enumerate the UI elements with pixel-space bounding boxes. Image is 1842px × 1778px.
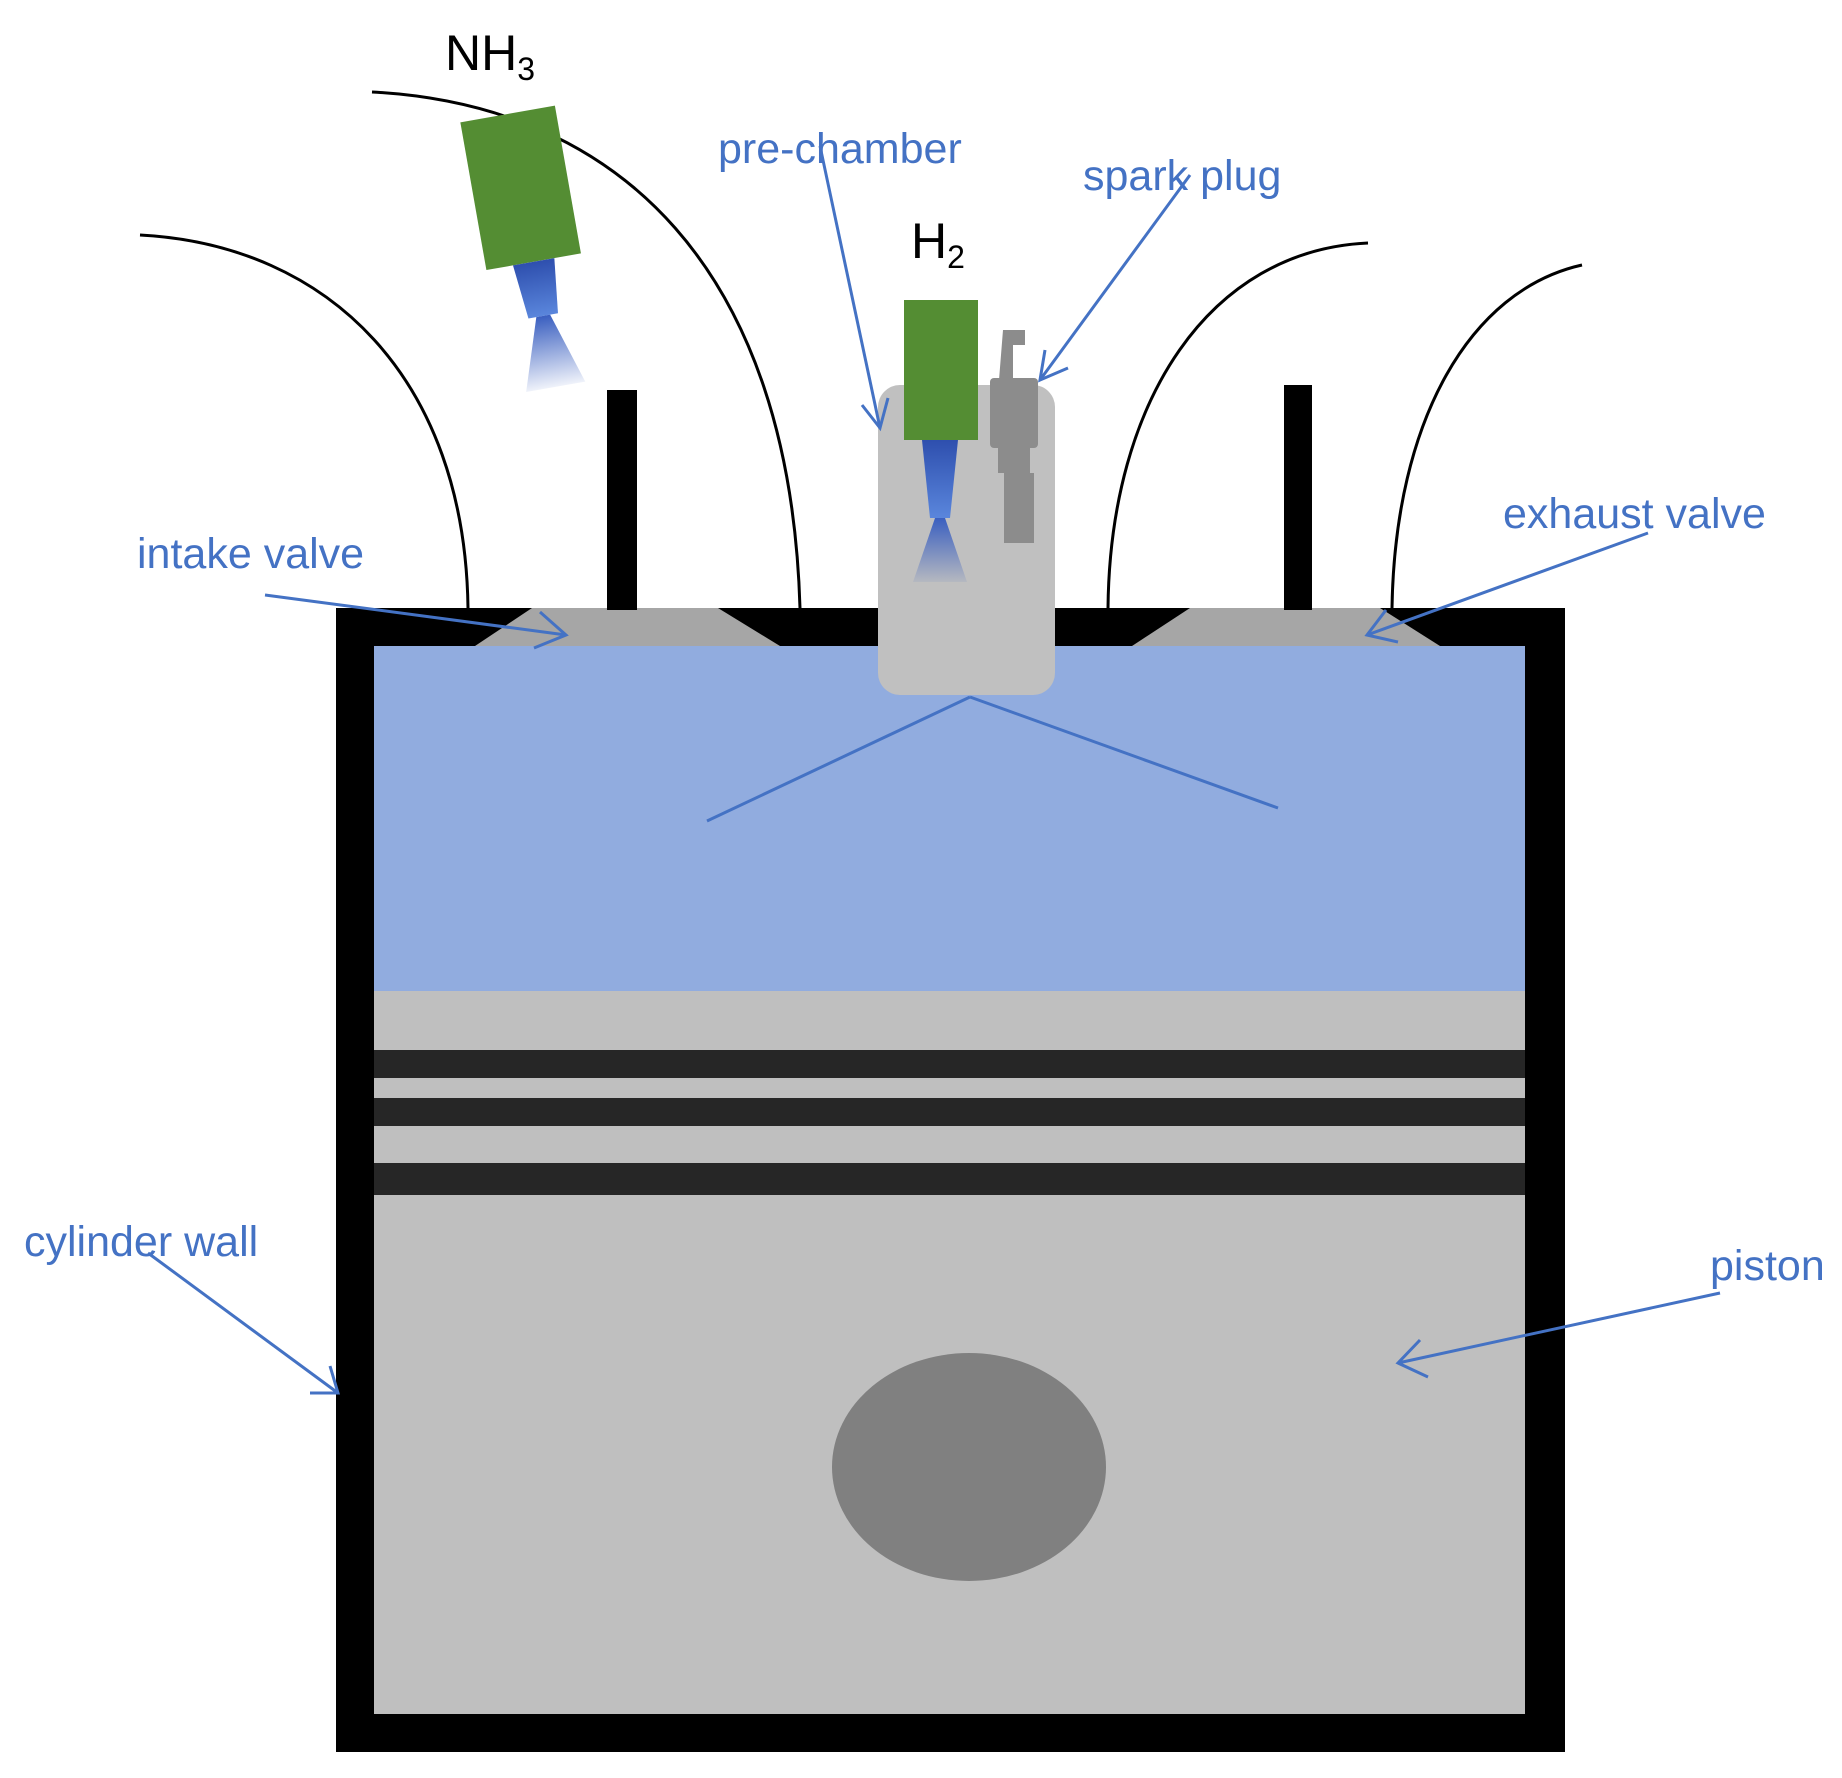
piston-label: piston: [1710, 1242, 1825, 1290]
piston-ring-3: [374, 1163, 1525, 1195]
intake-port-inner-curve: [371, 90, 802, 609]
hydrogen-label: H2: [911, 213, 965, 275]
ammonia-label: NH3: [445, 25, 535, 87]
hydrogen-injector-nozzle: [922, 440, 958, 518]
ammonia-injector-nozzle: [512, 258, 558, 319]
intake-valve-arrow: [264, 593, 569, 650]
piston-ring-1: [374, 1050, 1525, 1078]
flame-jet-left: [706, 695, 971, 823]
piston-pin: [832, 1353, 1106, 1581]
intake-valve-label: intake valve: [137, 530, 364, 578]
exhaust-valve-arrow: [1364, 531, 1649, 644]
spark-plug-label: spark plug: [1083, 152, 1281, 200]
intake-port-outer-curve: [139, 233, 470, 609]
spark-plug-arrow: [1038, 174, 1192, 383]
exhaust-valve-head: [1132, 608, 1440, 646]
cylinder-bottom: [336, 1714, 1565, 1752]
hydrogen-spray: [913, 518, 967, 582]
cylinder-wall-label: cylinder wall: [24, 1218, 258, 1266]
pre-chamber-arrow: [818, 145, 890, 432]
piston-arrow: [1395, 1291, 1721, 1379]
cylinder-wall-right: [1525, 608, 1565, 1752]
intake-valve-head: [475, 608, 780, 646]
ammonia-spray: [526, 314, 586, 392]
spark-plug: [990, 330, 1038, 543]
cylinder-wall-left: [336, 608, 374, 1752]
exhaust-valve-label: exhaust valve: [1503, 490, 1766, 538]
exhaust-port-outer-curve: [1390, 263, 1583, 609]
intake-valve-stem: [607, 390, 637, 610]
hydrogen-injector-body: [904, 300, 978, 440]
pre-chamber-label: pre-chamber: [718, 125, 962, 173]
exhaust-port-inner-curve: [1106, 241, 1369, 609]
flame-jet-right: [969, 695, 1279, 810]
exhaust-valve-stem: [1284, 385, 1312, 610]
cylinder-wall-arrow: [147, 1251, 341, 1395]
combustion-chamber-charge: [374, 646, 1525, 991]
piston-ring-2: [374, 1098, 1525, 1126]
ammonia-injector-body: [460, 105, 581, 271]
ammonia-injector: [460, 105, 586, 392]
